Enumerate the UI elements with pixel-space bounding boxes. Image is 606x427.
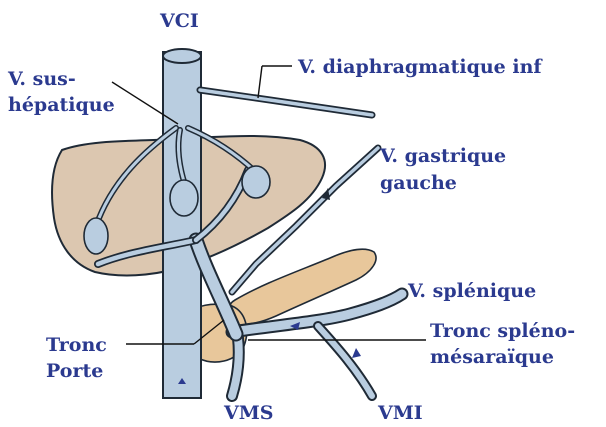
- label-v-diaphragmatique: V. diaphragmatique inf: [298, 56, 542, 78]
- label-vci: VCI: [160, 10, 199, 32]
- label-tronc-porte-2: Porte: [46, 360, 103, 382]
- label-v-sus-hepatique-1: V. sus-: [8, 68, 76, 90]
- label-tronc-porte-1: Tronc: [46, 334, 107, 356]
- label-vms: VMS: [224, 402, 274, 424]
- vci-opening: [163, 49, 201, 63]
- label-v-sus-hepatique-2: hépatique: [8, 94, 115, 116]
- diaphragmatic-vein-lumen: [200, 90, 372, 115]
- label-vmi: VMI: [378, 402, 423, 424]
- label-v-splenique: V. splénique: [408, 280, 536, 302]
- flow-arrow-vmi: [352, 348, 361, 358]
- lobule-left: [84, 218, 108, 254]
- leader-diaphragmatique-2: [258, 66, 262, 98]
- lobule-right: [242, 166, 270, 198]
- label-tronc-spleno-1: Tronc spléno-: [430, 320, 575, 342]
- label-tronc-spleno-2: mésaraïque: [430, 346, 554, 368]
- vmi-vessel-lumen: [318, 326, 372, 396]
- label-v-gastrique-2: gauche: [380, 172, 457, 194]
- vci-vessel: [163, 52, 201, 398]
- lobule-center: [170, 180, 198, 216]
- label-v-gastrique-1: V. gastrique: [380, 145, 506, 167]
